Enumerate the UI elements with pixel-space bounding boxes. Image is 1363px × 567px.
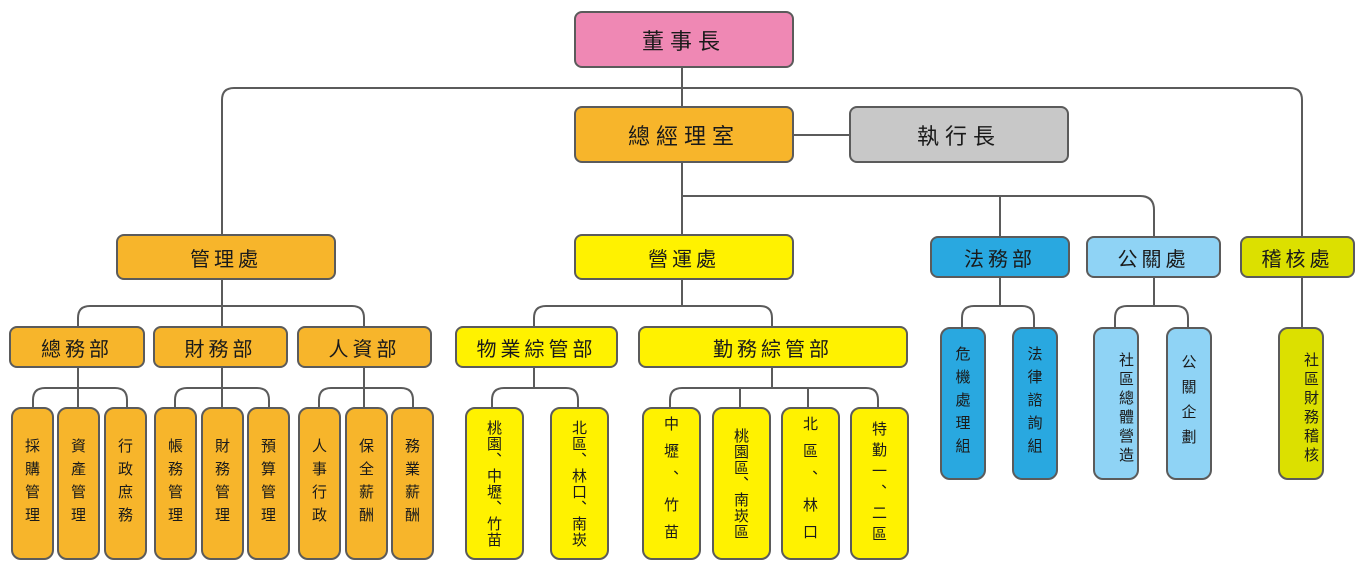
unit-box: 資產管理 <box>57 407 100 560</box>
legal-department-label: 法務部 <box>964 246 1036 271</box>
unit-label: 採購管理 <box>23 437 41 530</box>
unit-label: 桃園區、南崁區 <box>732 427 750 540</box>
unit-label: 特勤一、二區 <box>870 420 888 547</box>
unit-box: 北區、林口、南崁 <box>550 407 609 560</box>
finance-dept-box: 財務部 <box>153 326 288 368</box>
unit-label: 法律諮詢組 <box>1025 346 1044 461</box>
unit-box: 行政庶務 <box>104 407 147 560</box>
unit-box: 法律諮詢組 <box>1012 327 1058 480</box>
unit-box: 預算管理 <box>247 407 290 560</box>
unit-label: 帳務管理 <box>166 437 184 530</box>
unit-label: 公關企劃 <box>1179 353 1198 454</box>
gm-office-box: 總經理室 <box>574 106 794 163</box>
unit-label: 預算管理 <box>259 437 277 530</box>
unit-label: 保全薪酬 <box>357 437 375 530</box>
unit-box: 北區、林口 <box>781 407 840 560</box>
service-mgmt-dept-box: 勤務綜管部 <box>638 326 908 368</box>
unit-box: 務業薪酬 <box>391 407 434 560</box>
unit-label: 危機處理組 <box>953 346 972 461</box>
unit-box: 公關企劃 <box>1166 327 1212 480</box>
property-mgmt-dept-box: 物業綜管部 <box>455 326 618 368</box>
unit-label: 務業薪酬 <box>403 437 421 530</box>
unit-label: 桃園、中壢、竹苗 <box>485 419 503 548</box>
chairman-box: 董事長 <box>574 11 794 68</box>
admin-division-box: 管理處 <box>116 234 336 280</box>
unit-box: 採購管理 <box>11 407 54 560</box>
connector-gm-branch <box>682 195 1155 237</box>
pr-division-box: 公關處 <box>1086 236 1221 278</box>
audit-division-box: 稽核處 <box>1240 236 1355 278</box>
unit-box: 社區財務稽核 <box>1278 327 1324 480</box>
unit-label: 行政庶務 <box>116 437 134 530</box>
unit-box: 危機處理組 <box>940 327 986 480</box>
unit-box: 桃園、中壢、竹苗 <box>465 407 524 560</box>
unit-label: 資產管理 <box>69 437 87 530</box>
operations-division-box: 營運處 <box>574 234 794 280</box>
legal-department-box: 法務部 <box>930 236 1070 278</box>
audit-division-label: 稽核處 <box>1261 246 1334 271</box>
unit-label: 社區總體營造 <box>1117 351 1135 466</box>
unit-box: 保全薪酬 <box>345 407 388 560</box>
unit-box: 人事行政 <box>298 407 341 560</box>
dept-label: 人資部 <box>328 336 401 361</box>
operations-division-label: 營運處 <box>648 246 720 271</box>
ceo-box: 執行長 <box>849 106 1069 163</box>
unit-box: 特勤一、二區 <box>850 407 909 560</box>
dept-label: 總務部 <box>41 336 113 361</box>
chairman-label: 董事長 <box>641 29 726 55</box>
unit-box: 桃園區、南崁區 <box>712 407 771 560</box>
admin-division-label: 管理處 <box>190 246 262 271</box>
unit-box: 財務管理 <box>201 407 244 560</box>
connector-top-bar <box>221 87 1303 236</box>
unit-box: 社區總體營造 <box>1093 327 1139 480</box>
gm-office-label: 總經理室 <box>627 124 740 150</box>
general-affairs-dept-box: 總務部 <box>9 326 145 368</box>
unit-box: 中壢、竹苗 <box>642 407 701 560</box>
unit-label: 社區財務稽核 <box>1302 351 1320 466</box>
unit-label: 財務管理 <box>213 437 231 530</box>
ceo-label: 執行長 <box>916 124 1001 150</box>
unit-label: 北區、林口 <box>801 416 819 551</box>
unit-label: 人事行政 <box>310 437 328 530</box>
dept-label: 勤務綜管部 <box>713 336 833 361</box>
hr-dept-box: 人資部 <box>297 326 432 368</box>
unit-label: 北區、林口、南崁 <box>570 419 588 548</box>
dept-label: 物業綜管部 <box>476 336 597 361</box>
dept-label: 財務部 <box>184 336 257 361</box>
pr-division-label: 公關處 <box>1117 246 1190 271</box>
unit-box: 帳務管理 <box>154 407 197 560</box>
unit-label: 中壢、竹苗 <box>662 416 680 551</box>
